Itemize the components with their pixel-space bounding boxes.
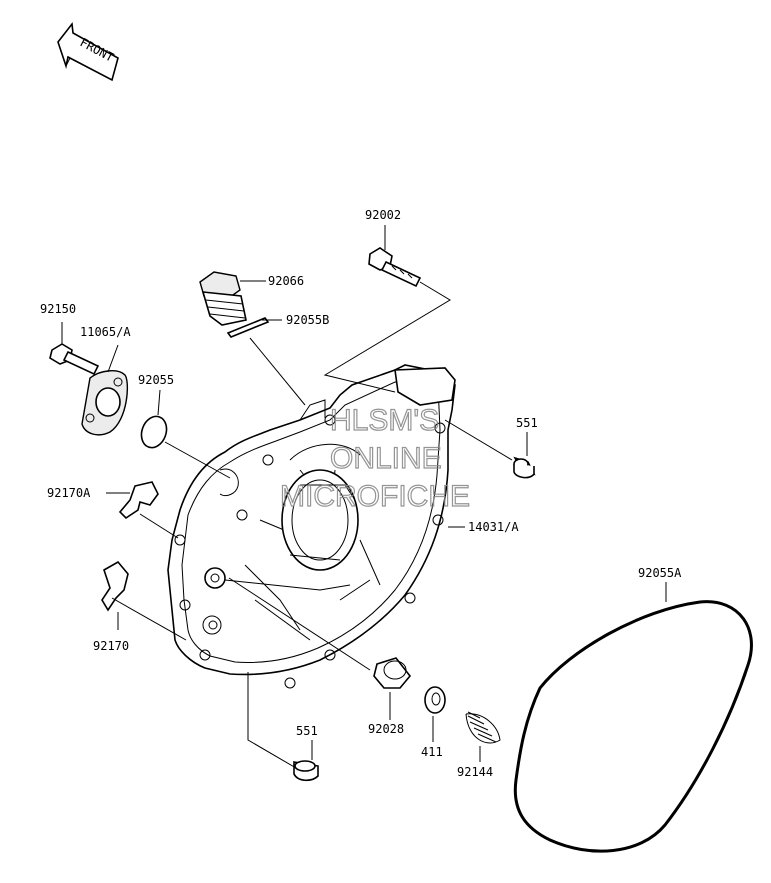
clamp-92170-icon [101,560,129,612]
callout-92170: 92170 [93,639,129,653]
callout-92066: 92066 [268,274,304,288]
callout-92055b: 92055B [286,313,329,327]
watermark-line-1: HLSM'S [330,404,439,437]
callout-92150: 92150 [40,302,76,316]
spring-92144-icon [465,711,501,744]
o-ring-92055b-icon [226,317,270,338]
clamp-92170a-icon [118,481,159,520]
callout-92144: 92144 [457,765,493,779]
callout-92055a: 92055A [638,566,682,580]
bushing-92028-icon [373,657,412,689]
bolt-92150-icon [49,343,100,376]
engine-cover [167,364,456,689]
callout-11065: 11065/A [80,325,131,339]
washer-411-icon [424,686,446,714]
callout-92002: 92002 [365,208,401,222]
plug-92066-icon [199,271,247,326]
watermark-line-3: MICROFICHE [280,480,470,513]
callout-411: 411 [421,745,443,759]
callout-92028: 92028 [368,722,404,736]
cap-11065-icon [81,370,129,436]
o-ring-92055-icon [140,415,168,449]
watermark-line-2: ONLINE [330,442,442,475]
callout-92055: 92055 [138,373,174,387]
front-arrow-icon: FRONT [57,21,119,82]
dowel-551-upper-icon [513,456,536,479]
bolt-92002-icon [368,247,422,288]
dowel-551-lower-icon [293,760,319,782]
callout-551-lower: 551 [296,724,318,738]
gasket-92055a-icon [513,600,753,853]
watermark: HLSM'S ONLINE MICROFICHE [279,403,470,513]
leader-lines [61,225,667,769]
callout-92170a: 92170A [47,486,91,500]
callout-14031: 14031/A [468,520,519,534]
callout-551-upper: 551 [516,416,538,430]
